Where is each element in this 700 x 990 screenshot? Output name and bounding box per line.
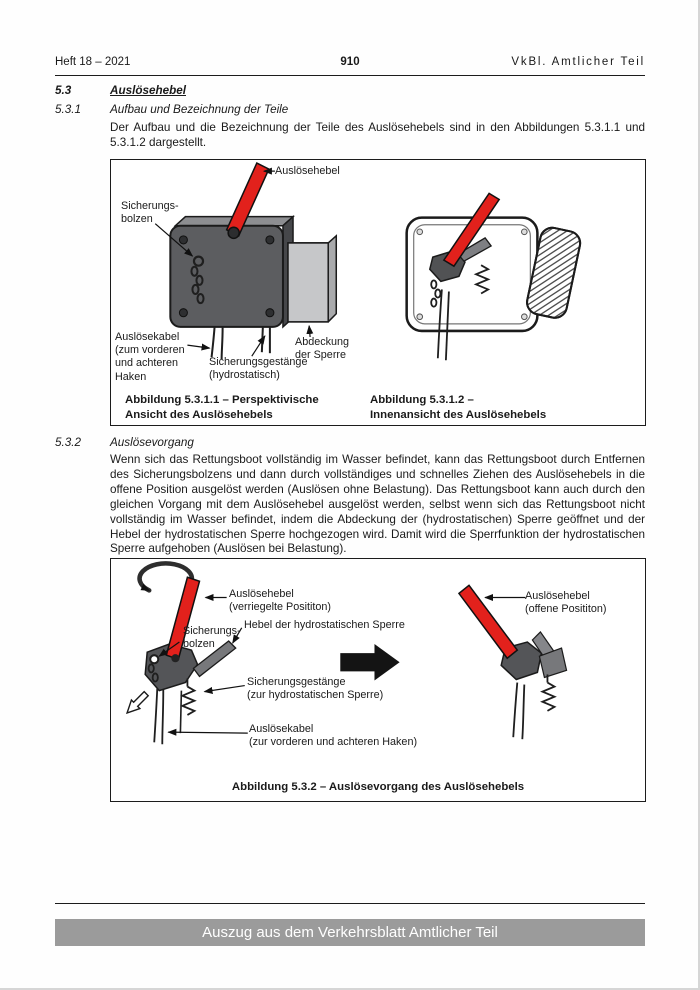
figure-1-drawing: [154, 162, 582, 361]
safety-pin-chain: [190, 255, 205, 305]
figure-caption-5-3-1-2: Abbildung 5.3.1.2 – Innenansicht des Aus…: [370, 394, 547, 421]
label-sicherungsbolzen: Sicherungs- bolzen: [183, 625, 241, 651]
inner-view-mechanism: [405, 192, 582, 361]
figure-caption-5-3-2: Abbildung 5.3.2 – Auslösevorgang des Aus…: [231, 781, 525, 793]
cover-plate: [287, 242, 329, 323]
locked-position-drawing: [125, 561, 248, 745]
header-page-number: 910: [340, 56, 360, 68]
section-5-3-1-title: Aufbau und Bezeichnung der Teile: [110, 103, 289, 116]
header-divider: [55, 75, 645, 76]
label-arrows: [154, 167, 314, 357]
release-cables: [512, 682, 526, 740]
pull-direction-arrow: [125, 690, 150, 715]
arrow-to-safety-pin: [158, 641, 180, 657]
figure-caption-5-3-1-1: Abbildung 5.3.1.1 – Perspektivische Ansi…: [125, 394, 319, 421]
arrow-to-safety-pin: [154, 223, 194, 257]
arrow-to-rod: [203, 684, 245, 694]
section-5-3-1-number: 5.3.1: [55, 103, 81, 116]
arrow-to-cover: [306, 324, 314, 338]
spring: [180, 685, 197, 716]
section-5-3-2-title: Auslösevorgang: [110, 436, 194, 449]
label-ausloesekabel: Auslösekabel (zum vorderen und achteren …: [115, 331, 185, 383]
hydrostatic-lever-shape: [456, 237, 493, 262]
figure-5-3-2-box: Auslösehebel (verriegelte Posititon) Heb…: [110, 558, 646, 802]
release-lever-open: [457, 584, 519, 660]
release-cables: [153, 688, 183, 745]
spring: [540, 681, 557, 712]
figure-5-3-1-box: Auslösehebel Sicherungs- bolzen Auslösek…: [110, 159, 646, 426]
label-ausloesehebel: Auslösehebel: [275, 165, 340, 177]
perspective-view-mechanism: [154, 162, 338, 360]
label-ausloesekabel: Auslösekabel (zur vorderen und achteren …: [249, 723, 418, 749]
spring: [473, 264, 491, 295]
section-5-3-2-heading: 5.3.2 Auslösevorgang: [55, 436, 645, 449]
label-abdeckung: Abdeckung der Sperre: [295, 336, 350, 362]
open-position-drawing: [457, 584, 568, 740]
label-ausloesehebel-verriegelt: Auslösehebel (verriegelte Posititon): [229, 588, 332, 614]
label-ausloesehebel-offen: Auslösehebel (offene Posititon): [525, 590, 607, 616]
arrow-to-hydro-lever: [232, 627, 243, 644]
transition-arrow: [340, 644, 400, 681]
lever-pivot: [227, 226, 240, 240]
label-arrows: [158, 593, 248, 736]
safety-rods: [260, 326, 271, 354]
opened-cover-flap: [526, 226, 582, 319]
section-5-3-number: 5.3: [55, 84, 72, 97]
label-sicherungsbolzen: Sicherungs- bolzen: [121, 200, 179, 226]
section-5-3-title: Auslösehebel: [110, 84, 186, 97]
cover-flap-open: [538, 647, 568, 679]
page-header: Heft 18 – 2021 910 VkBl. Amtlicher Teil: [55, 56, 645, 71]
header-journal-title: VkBl. Amtlicher Teil: [511, 56, 645, 68]
footer-banner: Auszug aus dem Verkehrsblatt Amtlicher T…: [55, 919, 645, 946]
hydrostatic-lever-shape: [192, 640, 237, 678]
figure-2-drawing: [125, 561, 568, 745]
label-hebel-hydrostatische-sperre: Hebel der hydrostatischen Sperre: [244, 619, 405, 631]
rotation-arrow: [137, 561, 195, 593]
section-5-3-2-number: 5.3.2: [55, 436, 81, 449]
safety-pin-chain: [430, 279, 442, 308]
paragraph-5-3-2: Wenn sich das Rettungsboot vollständig i…: [110, 453, 645, 556]
footer-divider: [55, 903, 645, 904]
label-sicherungsgestaenge: Sicherungsgestänge (zur hydrostatischen …: [247, 676, 384, 702]
release-cables: [210, 326, 224, 360]
housing-bolts: [178, 235, 275, 318]
label-sicherungsgestaenge: Sicherungsgestänge (hydrostatisch): [209, 356, 308, 382]
lever-pivot: [171, 654, 180, 663]
housing-bolts: [416, 228, 528, 321]
release-lever-shape: [442, 192, 501, 268]
section-5-3-1-heading: 5.3.1 Aufbau und Bezeichnung der Teile: [55, 103, 645, 116]
arrow-to-rod: [251, 335, 266, 357]
section-5-3-heading: 5.3 Auslösehebel: [55, 84, 645, 97]
arrow-to-cable: [187, 343, 211, 351]
paragraph-5-3-1: Der Aufbau und die Bezeichnung der Teile…: [110, 121, 645, 149]
header-issue: Heft 18 – 2021: [55, 56, 131, 68]
arrow-to-cable: [167, 728, 248, 736]
safety-pin-chain: [147, 654, 160, 683]
release-cables: [436, 289, 450, 361]
